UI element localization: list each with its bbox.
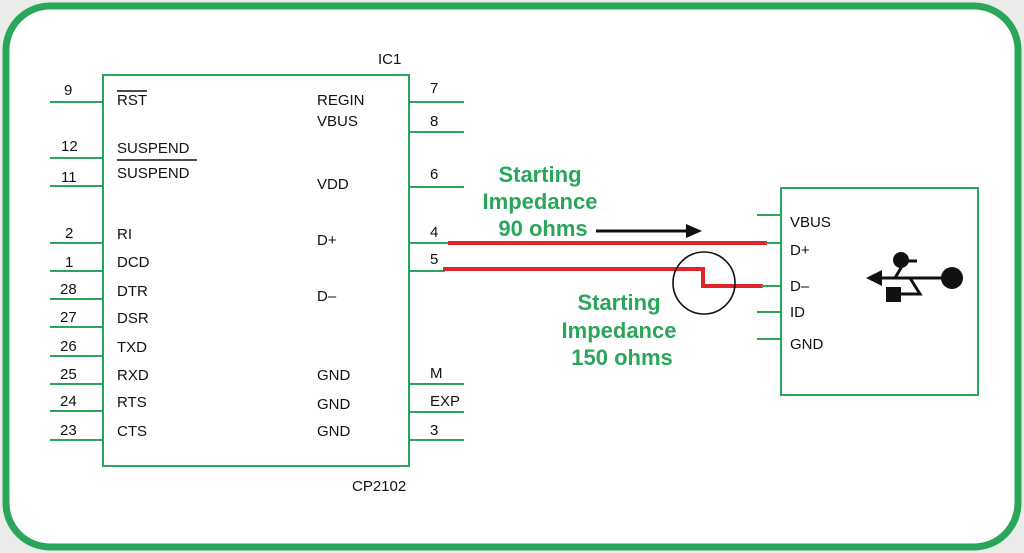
pin-name: D– xyxy=(317,288,337,305)
arrow-right-icon xyxy=(686,224,702,238)
pin-name: VBUS xyxy=(317,113,358,130)
usb-connector-body xyxy=(780,187,979,396)
ic-pin-gnd-3: 3 GND xyxy=(317,422,464,441)
pin-number: 27 xyxy=(60,309,77,326)
ic-pin-dcd: 1 DCD xyxy=(50,254,150,272)
usb-pin-dplus: D+ xyxy=(765,242,810,259)
ic-left-pins: 9 RST 12 SUSPEND 11 SUSPEND 2 RI 1 DCD 2… xyxy=(50,82,197,441)
pin-name: D+ xyxy=(790,242,810,259)
pin-number: 6 xyxy=(430,166,438,183)
pin-name: SUSPEND xyxy=(117,140,190,157)
pin-number: 3 xyxy=(430,422,438,439)
ic-reference: IC1 xyxy=(378,51,401,68)
ic-pin-regin: 7 REGIN xyxy=(317,80,464,109)
pin-name: TXD xyxy=(117,339,147,356)
ic-pin-rst: 9 RST xyxy=(50,82,147,109)
note-line-1: Starting xyxy=(577,290,660,315)
pin-name: VDD xyxy=(317,176,349,193)
pin-name: RTS xyxy=(117,394,147,411)
pin-name: REGIN xyxy=(317,92,365,109)
ic-pin-vdd: 6 VDD xyxy=(317,166,464,193)
pin-name: RI xyxy=(117,226,132,243)
ic-pin-dtr: 28 DTR xyxy=(50,281,148,300)
note-line-2: Impedance xyxy=(562,318,677,343)
ic-pin-rxd: 25 RXD xyxy=(50,366,149,385)
note-line-2: Impedance xyxy=(483,189,598,214)
pin-number: 5 xyxy=(430,251,438,268)
dminus-impedance-note: Starting Impedance 150 ohms xyxy=(562,290,677,370)
note-line-3: 90 ohms xyxy=(498,216,587,241)
pin-number: 8 xyxy=(430,113,438,130)
pin-number: 23 xyxy=(60,422,77,439)
pin-name: GND xyxy=(790,336,824,353)
pin-name: DCD xyxy=(117,254,150,271)
pin-name: SUSPEND xyxy=(117,165,190,182)
dminus-trace xyxy=(443,267,763,288)
dplus-impedance-note: Starting Impedance 90 ohms xyxy=(483,162,598,241)
pin-name: D+ xyxy=(317,232,337,249)
pin-number: 24 xyxy=(60,393,77,410)
ic-pin-txd: 26 TXD xyxy=(50,338,147,357)
ic-pin-rts: 24 RTS xyxy=(50,393,147,412)
pin-name: RST xyxy=(117,92,147,109)
note-line-3: 150 ohms xyxy=(571,345,673,370)
pin-name: D– xyxy=(790,278,810,295)
pin-number: 4 xyxy=(430,224,438,241)
note-line-1: Starting xyxy=(498,162,581,187)
pin-number: 1 xyxy=(65,254,73,271)
usb-icon xyxy=(866,252,963,302)
pin-number: 9 xyxy=(64,82,72,99)
usb-pin-vbus: VBUS xyxy=(757,214,831,231)
ic-pin-dminus: 5 D– xyxy=(317,251,445,305)
pin-name: CTS xyxy=(117,423,147,440)
usb-pin-id: ID xyxy=(757,304,805,321)
pin-number: 12 xyxy=(61,138,78,155)
ic-pin-cts: 23 CTS xyxy=(50,422,147,441)
pin-name: RXD xyxy=(117,367,149,384)
ic-part-number: CP2102 xyxy=(352,478,406,495)
ic-pin-gnd-exp: EXP GND xyxy=(317,393,464,413)
ic-pin-ri: 2 RI xyxy=(50,225,132,244)
pin-number: M xyxy=(430,365,443,382)
pin-number: 28 xyxy=(60,281,77,298)
ic-pin-vbus: 8 VBUS xyxy=(317,113,464,133)
impedance-highlight-circle xyxy=(672,251,736,315)
pin-number: 25 xyxy=(60,366,77,383)
ic-right-pins: 7 REGIN 8 VBUS 6 VDD 4 D+ 5 D– M GND xyxy=(317,80,464,441)
pin-number: EXP xyxy=(430,393,460,410)
ic-pin-dplus: 4 D+ xyxy=(317,224,450,249)
pin-number: 11 xyxy=(61,169,77,186)
usb-pin-dminus: D– xyxy=(761,278,810,295)
pin-name: VBUS xyxy=(790,214,831,231)
pin-number: 26 xyxy=(60,338,77,355)
ic-pin-dsr: 27 DSR xyxy=(50,309,149,328)
pin-name: GND xyxy=(317,396,351,413)
pin-name: DTR xyxy=(117,283,148,300)
pin-number: 2 xyxy=(65,225,73,242)
pin-name: GND xyxy=(317,367,351,384)
usb-pin-gnd: GND xyxy=(757,336,824,353)
ic-pin-gnd-m: M GND xyxy=(317,365,464,385)
pin-name: ID xyxy=(790,304,805,321)
usb-pins: VBUS D+ D– ID GND xyxy=(757,214,831,353)
ic-pin-suspend-n: 11 SUSPEND xyxy=(50,159,197,187)
pin-name: DSR xyxy=(117,310,149,327)
pin-number: 7 xyxy=(430,80,438,97)
pin-name: GND xyxy=(317,423,351,440)
ic-pin-suspend: 12 SUSPEND xyxy=(50,138,190,159)
